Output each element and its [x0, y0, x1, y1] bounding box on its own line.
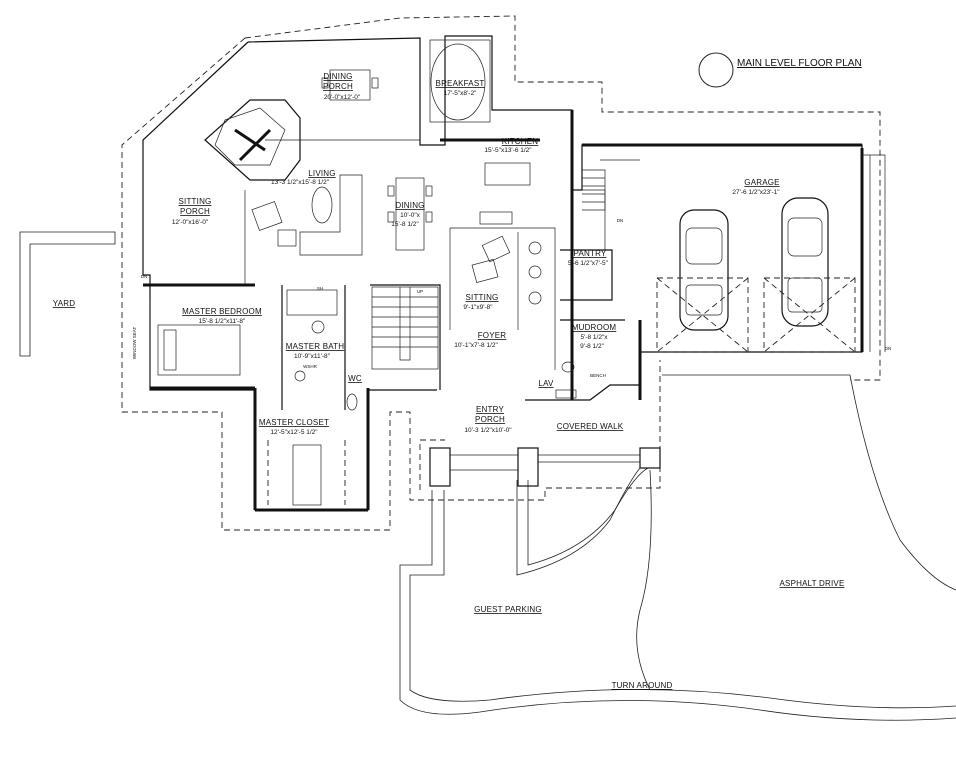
garage-car-right [781, 197, 829, 327]
garage-dim: 27'-6 1/2"x23'-1" [732, 189, 780, 196]
site-lines [19, 231, 956, 721]
master-closet-dim: 12'-5"x12'-5 1/2" [270, 429, 318, 436]
guest-parking-label: GUEST PARKING [474, 605, 542, 614]
kitchen-label: KITCHEN [502, 137, 539, 146]
master-bedroom-dim: 15'-8 1/2"x11'-8" [199, 318, 246, 325]
mudroom-label: MUDROOM [572, 323, 617, 332]
plan-title: MAIN LEVEL FLOOR PLAN [737, 58, 862, 69]
garage-stairs [582, 169, 606, 211]
garage-door-lines [656, 154, 886, 353]
dining-porch-table [321, 69, 379, 101]
sitting-dim: 9'-1"x9'-8" [463, 304, 493, 311]
pantry-label: PANTRY [574, 249, 607, 258]
sitting-porch-label-2: PORCH [180, 207, 210, 216]
kitchen-dim: 15'-5"x13'-6 1/2" [484, 147, 532, 154]
foyer-label: FOYER [478, 331, 507, 340]
bath-fixtures [286, 289, 577, 411]
garage-label: GARAGE [744, 178, 779, 187]
dining-table [387, 177, 433, 251]
sitting-porch-label: SITTING [179, 197, 212, 206]
breakfast-table [429, 39, 491, 123]
covered-walk-label: COVERED WALK [557, 422, 624, 431]
stair-up-label: UP [417, 289, 423, 294]
porch-dn-label: DN [141, 274, 148, 279]
dining-porch-dim: 20'-0"x12'-0" [324, 94, 361, 101]
dining-label: DINING [395, 201, 424, 210]
living-dim: 13'-3 1/2"x15'-8 1/2" [271, 179, 330, 186]
bench-label: BENCH [590, 373, 606, 378]
garage-stair-dn-label: DN [617, 218, 624, 223]
kitchen-island [479, 162, 542, 305]
lav-label: LAV [538, 379, 554, 388]
mudroom-dim: 5'-8 1/2"x [580, 334, 608, 341]
pantry-dim: 5'-6 1/2"x7'-5" [568, 260, 609, 267]
asphalt-drive-label: ASPHALT DRIVE [780, 579, 845, 588]
mudroom-dim-2: 9'-8 1/2" [580, 343, 604, 350]
dining-porch-label: DINING [323, 72, 352, 81]
living-furniture [251, 174, 363, 256]
living-label: LIVING [308, 169, 335, 178]
garage-car-left [679, 209, 729, 331]
foyer-dim: 10'-1"x7'-8 1/2" [454, 342, 498, 349]
sitting-porch-dim: 12'-0"x16'-0" [172, 219, 209, 226]
master-closet-label: MASTER CLOSET [259, 418, 329, 427]
breakfast-dim: 17'-5"x8'-2" [444, 90, 477, 97]
dining-porch-label-2: PORCH [323, 82, 353, 91]
washer-label: WSHR [303, 364, 317, 369]
shower-label: SH [317, 286, 323, 291]
yard-label: YARD [53, 299, 75, 308]
entry-porch-label: ENTRY [476, 405, 504, 414]
turn-around-label: TURN AROUND [612, 681, 673, 690]
master-bedroom-label: MASTER BEDROOM [182, 307, 262, 316]
fireplace [204, 99, 301, 181]
dining-dim: 10'-0"x [400, 212, 421, 219]
entry-porch-dim: 10'-3 1/2"x10'-0" [464, 427, 512, 434]
entry-porch-label-2: PORCH [475, 415, 505, 424]
porch-columns [429, 447, 661, 487]
master-bed [157, 324, 241, 376]
garage-dn-label: DN [885, 346, 892, 351]
roof-outline [121, 15, 881, 531]
window-seat-label: WINDOW SEAT [132, 327, 137, 360]
exterior-walls [142, 35, 864, 512]
interior-lines [149, 139, 640, 385]
master-bath-label: MASTER BATH [286, 342, 345, 351]
title-circle [698, 52, 734, 88]
closet-shelves [267, 440, 346, 506]
main-stairs [371, 286, 439, 370]
sitting-chairs [471, 235, 511, 283]
dining-dim-2: 15'-8 1/2" [391, 221, 419, 228]
breakfast-label: BREAKFAST [436, 79, 485, 88]
master-bath-dim: 10'-9"x11'-8" [294, 353, 331, 360]
sitting-label: SITTING [466, 293, 499, 302]
wc-label: WC [348, 374, 362, 383]
